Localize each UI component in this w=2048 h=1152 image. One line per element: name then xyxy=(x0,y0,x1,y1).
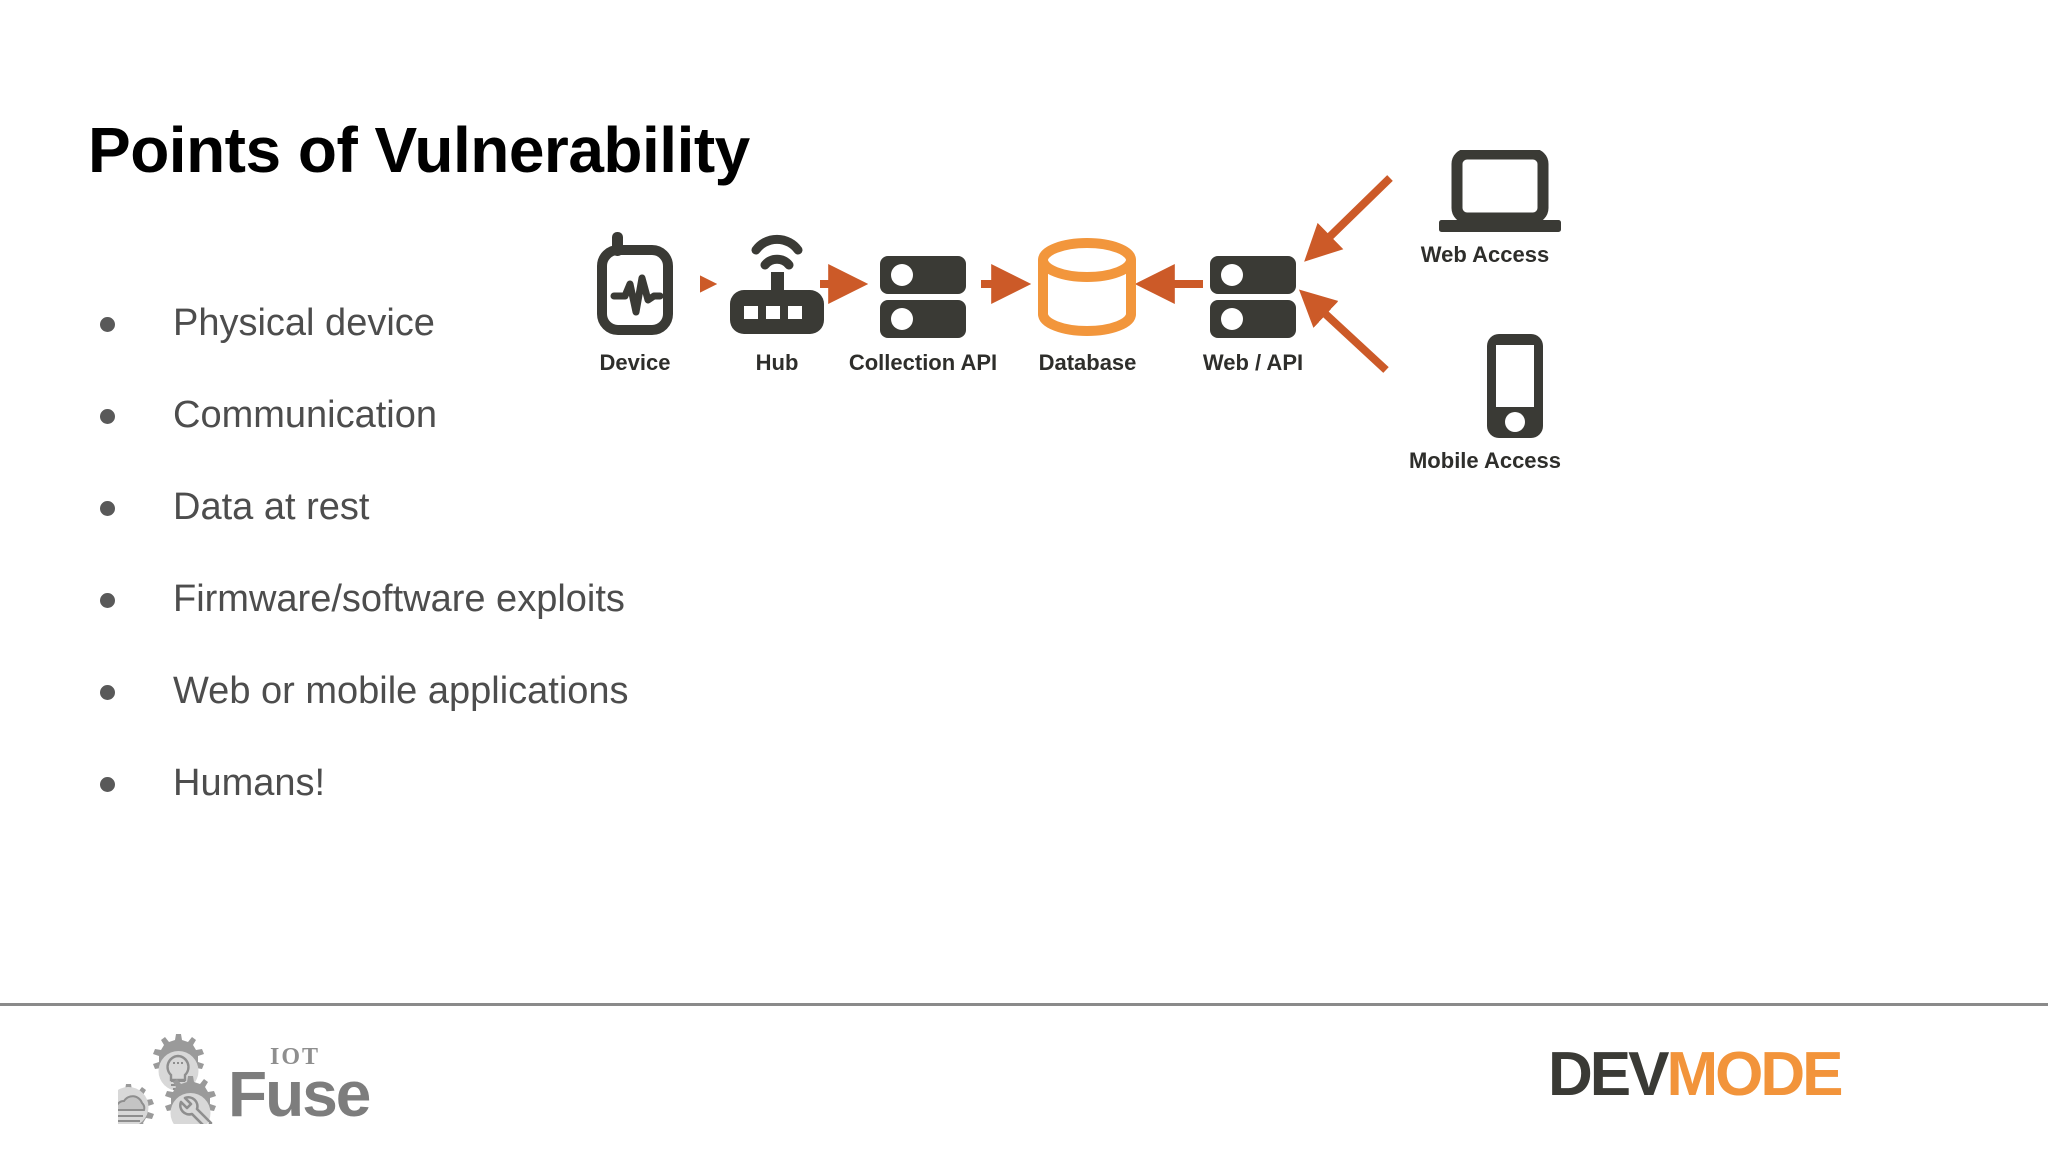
bullet-dot-icon xyxy=(100,316,115,332)
list-item-label: Data at rest xyxy=(173,486,370,529)
bullet-dot-icon xyxy=(100,684,115,700)
diagram-node-mobile-access[interactable]: Mobile Access xyxy=(1390,332,1580,482)
diagram-node-hub[interactable]: Hub xyxy=(722,228,832,378)
database-cylinder-icon xyxy=(1038,238,1136,336)
diagram-node-label: Device xyxy=(599,350,671,375)
devmode-logo: DEVMODE xyxy=(1548,1044,1843,1106)
bullet-dot-icon xyxy=(100,500,115,516)
gear-cloud-icon xyxy=(103,1084,154,1134)
diagram-connectors xyxy=(700,175,1393,373)
iotfuse-logo: IOT Fuse xyxy=(103,1028,408,1134)
diagram-node-web-api[interactable]: Web / API xyxy=(1198,228,1308,378)
diagram-node-label: Hub xyxy=(755,350,799,375)
list-item-label: Communication xyxy=(173,394,437,437)
server-icon xyxy=(1210,256,1296,338)
page-title: Points of Vulnerability xyxy=(88,114,750,186)
footer-divider xyxy=(0,1003,2048,1006)
list-item: Communication xyxy=(100,370,860,462)
sensor-device-icon xyxy=(597,232,673,335)
diagram-node-database[interactable]: Database xyxy=(1030,228,1145,378)
bullet-dot-icon xyxy=(100,408,115,424)
diagram-node-label: Web / API xyxy=(1202,350,1304,375)
laptop-icon xyxy=(1439,148,1561,232)
smartphone-icon xyxy=(1486,334,1543,438)
diagram-node-device[interactable]: Device xyxy=(580,228,690,378)
connector-web-access-to-webapi xyxy=(1304,175,1393,262)
diagram-node-web-access[interactable]: Web Access xyxy=(1390,148,1580,290)
bullet-dot-icon xyxy=(100,776,115,792)
iotfuse-wordmark: Fuse xyxy=(228,1058,370,1124)
diagram-node-label: Collection API xyxy=(848,350,998,375)
list-item-label: Firmware/software exploits xyxy=(173,578,625,621)
diagram-node-label: Mobile Access xyxy=(1408,448,1562,473)
iotfuse-logo-mark: IOT Fuse xyxy=(103,1034,372,1134)
iot-architecture-diagram: Device Hub Collection API xyxy=(597,148,2030,630)
bullet-dot-icon xyxy=(100,592,115,608)
list-item: Web or mobile applications xyxy=(100,646,860,738)
list-item: Firmware/software exploits xyxy=(100,554,860,646)
list-item: Humans! xyxy=(100,738,860,830)
list-item-label: Humans! xyxy=(173,762,326,805)
connector-mobile-access-to-webapi xyxy=(1298,289,1389,373)
iotfuse-small-text: IOT xyxy=(270,1044,320,1070)
devmode-mode-text: MODE xyxy=(1666,1040,1843,1109)
gear-wrench-icon xyxy=(165,1076,216,1133)
list-item-label: Physical device xyxy=(173,302,435,345)
list-item-label: Web or mobile applications xyxy=(173,670,629,713)
diagram-node-collection-api[interactable]: Collection API xyxy=(849,228,997,378)
router-hub-icon xyxy=(730,234,824,334)
list-item: Physical device xyxy=(100,278,860,370)
server-icon xyxy=(880,256,966,338)
list-item: Data at rest xyxy=(100,462,860,554)
vulnerability-bullet-list: Physical device Communication Data at re… xyxy=(100,278,860,830)
diagram-node-label: Web Access xyxy=(1420,242,1550,267)
devmode-dev-text: DEV xyxy=(1548,1040,1669,1109)
diagram-node-label: Database xyxy=(1038,350,1137,375)
